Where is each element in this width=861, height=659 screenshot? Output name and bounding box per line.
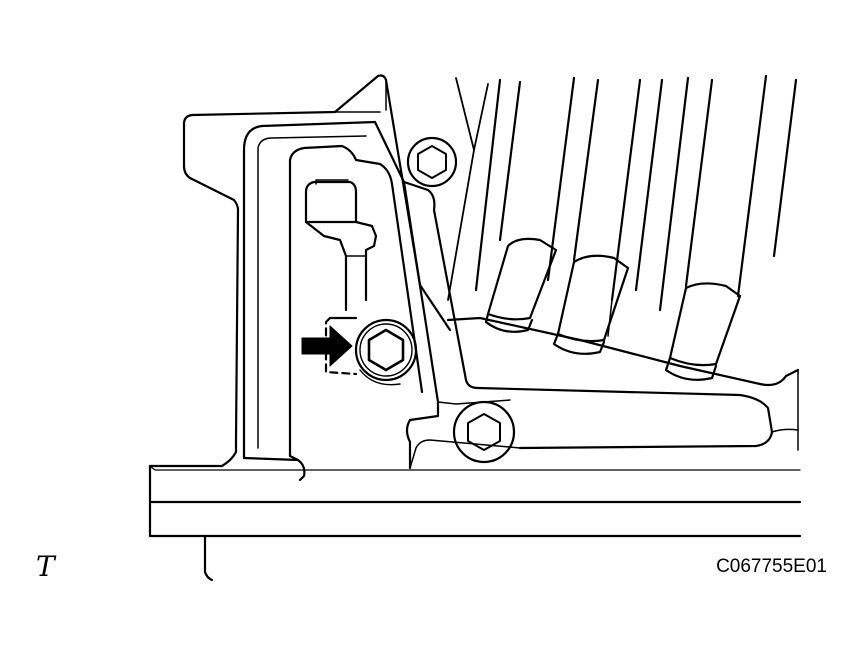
hex-plug-icon [354,318,418,386]
pipe-6 [736,74,798,298]
pipe-1 [447,77,489,301]
housing-inner-recess [242,120,440,482]
housing-outline [182,74,452,442]
pipe-2 [474,78,558,333]
pipe-3 [546,76,630,355]
pipe-4 [607,78,664,337]
valve-pocket [304,179,378,376]
arrow-right-icon [301,325,353,367]
pipe-5 [658,76,742,381]
hex-bolt-icon [452,400,516,464]
figure-id: C067755E01 [716,556,827,577]
corner-mark: T [36,550,55,583]
base-plate [148,438,802,582]
hex-bolt-icon [406,136,458,188]
right-casting [402,180,800,469]
